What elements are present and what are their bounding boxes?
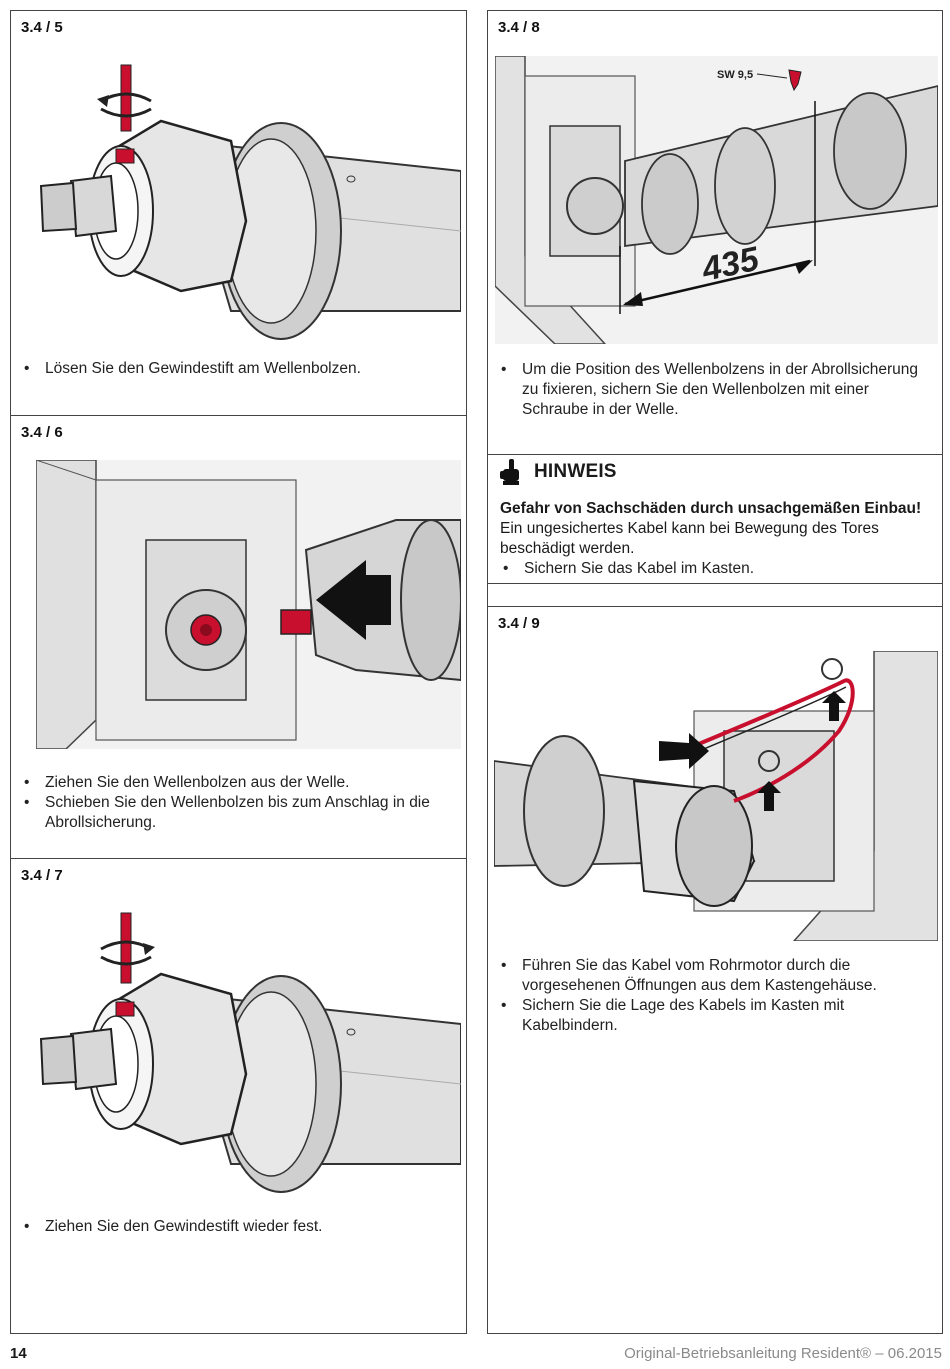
- section-title: 3.4 / 8: [498, 19, 540, 36]
- figure-tighten-set-screw: [31, 899, 461, 1199]
- section-title: 3.4 / 9: [498, 615, 540, 632]
- section-title: 3.4 / 7: [21, 867, 63, 884]
- list-item: Schieben Sie den Wellenbolzen bis zum An…: [21, 793, 456, 833]
- right-column: 3.4 / 8 435 SW 9,5: [487, 10, 943, 1334]
- instruction-list: Um die Position des Wellenbolzens in der…: [498, 360, 938, 420]
- section-divider: [11, 858, 466, 859]
- section-divider: [488, 606, 942, 607]
- document-title: Original-Betriebsanleitung Resident® – 0…: [624, 1345, 942, 1362]
- section-3-4-7: 3.4 / 7 Ziehen Sie den Gewinde: [11, 859, 466, 1334]
- figure-push-bolt: [36, 460, 461, 749]
- shaft-bolt-illustration: [39, 912, 461, 1193]
- shaft-bolt-illustration: [39, 64, 461, 340]
- notice-body: Gefahr von Sachschäden durch unsachgemäß…: [500, 499, 934, 579]
- notice-list: Sichern Sie das Kabel im Kasten.: [500, 559, 934, 579]
- list-item: Ziehen Sie den Gewindestift wieder fest.: [21, 1217, 456, 1237]
- section-title: 3.4 / 5: [21, 19, 63, 36]
- roll-stop-illustration: [36, 460, 461, 749]
- section-3-4-9: 3.4 / 9 Führen Sie das Kabel v: [488, 607, 942, 1334]
- section-divider: [488, 583, 942, 584]
- hand-pointing-icon: [500, 459, 522, 485]
- section-divider: [488, 454, 942, 455]
- list-item: Um die Position des Wellenbolzens in der…: [498, 360, 938, 420]
- page-number: 14: [10, 1345, 27, 1362]
- figure-route-cable: [494, 651, 938, 941]
- instruction-list: Ziehen Sie den Gewindestift wieder fest.: [21, 1217, 456, 1237]
- notice-header: HINWEIS: [500, 455, 617, 489]
- section-3-4-6: 3.4 / 6 Ziehen Sie den Wellenbolzen aus …: [11, 416, 466, 859]
- list-item: Sichern Sie die Lage des Kabels im Kaste…: [498, 996, 938, 1036]
- figure-fix-bolt-position: 435 SW 9,5: [495, 56, 938, 344]
- section-3-4-5: 3.4 / 5 Lösen Sie den Gewindes: [11, 11, 466, 415]
- dimension-label: 435: [698, 240, 763, 289]
- wrench-size-label: SW 9,5: [717, 69, 753, 81]
- list-item: Lösen Sie den Gewindestift am Wellenbolz…: [21, 359, 456, 379]
- list-item: Sichern Sie das Kabel im Kasten.: [500, 559, 934, 579]
- instruction-list: Ziehen Sie den Wellenbolzen aus der Well…: [21, 773, 456, 833]
- notice-warning: Gefahr von Sachschäden durch unsachgemäß…: [500, 500, 922, 517]
- instruction-list: Lösen Sie den Gewindestift am Wellenbolz…: [21, 359, 456, 379]
- cable-routing-illustration: [494, 651, 938, 941]
- section-3-4-8: 3.4 / 8 435 SW 9,5: [488, 11, 942, 454]
- instruction-list: Führen Sie das Kabel vom Rohrmotor durch…: [498, 956, 938, 1036]
- roll-stop-dimension-illustration: 435 SW 9,5: [495, 56, 938, 344]
- section-divider: [11, 415, 466, 416]
- figure-loosen-set-screw: [31, 51, 461, 343]
- notice-box: HINWEIS Gefahr von Sachschäden durch uns…: [488, 455, 942, 583]
- list-item: Ziehen Sie den Wellenbolzen aus der Well…: [21, 773, 456, 793]
- list-item: Führen Sie das Kabel vom Rohrmotor durch…: [498, 956, 938, 996]
- section-title: 3.4 / 6: [21, 424, 63, 441]
- left-column: 3.4 / 5 Lösen Sie den Gewindes: [10, 10, 467, 1334]
- notice-title: HINWEIS: [534, 461, 617, 482]
- notice-text: Ein ungesichertes Kabel kann bei Bewegun…: [500, 520, 879, 557]
